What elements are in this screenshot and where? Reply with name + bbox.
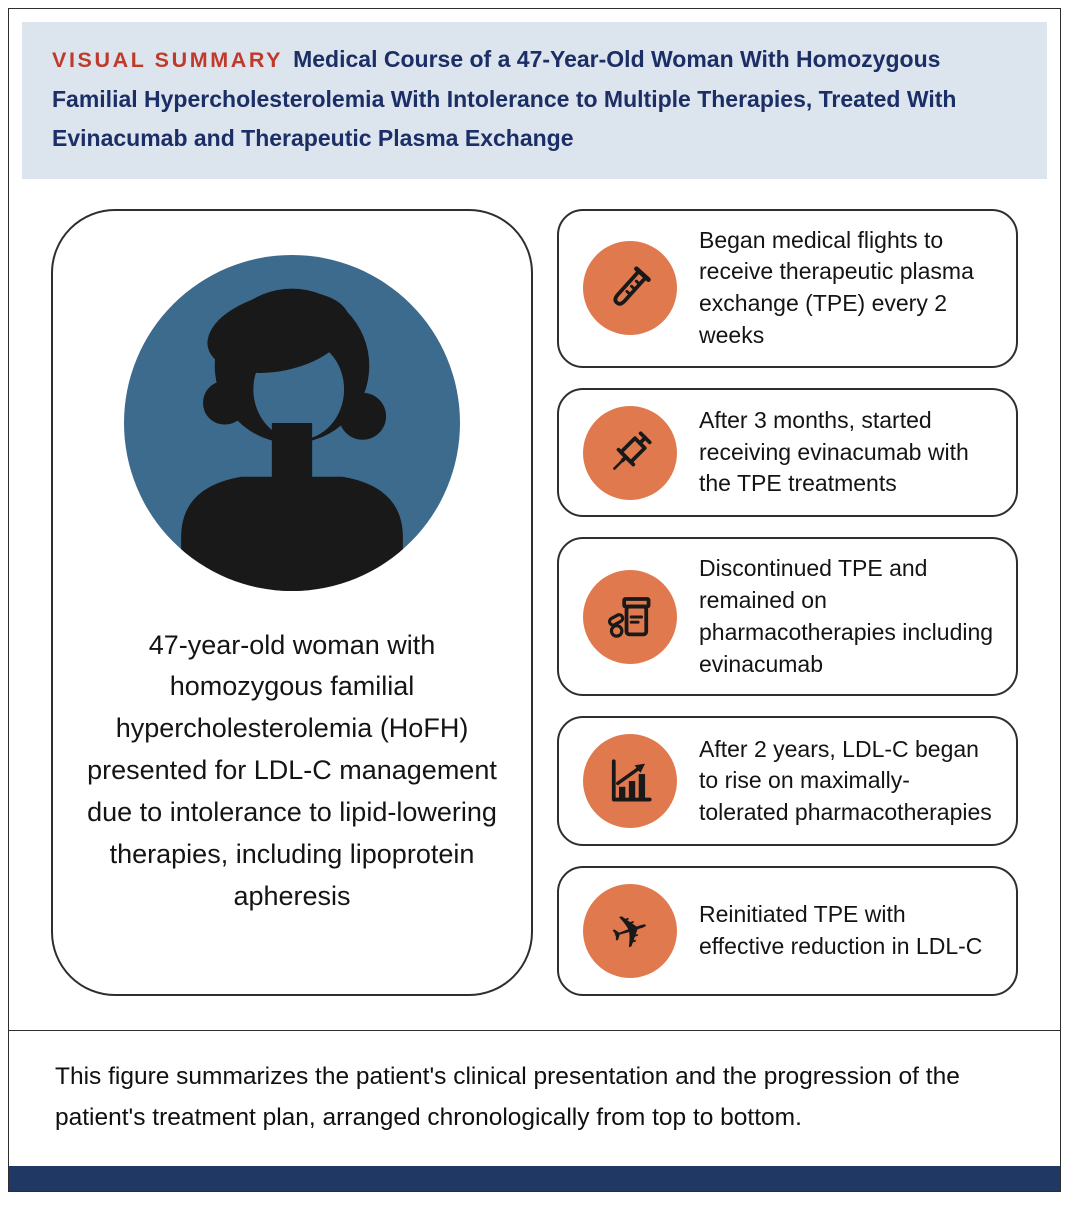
timeline-card-reinitiate-tpe: ✈ Reinitiated TPE with effective reducti… bbox=[557, 866, 1018, 997]
pill-bottle-icon bbox=[583, 569, 677, 664]
figure-title: Medical Course of a 47-Year-Old Woman Wi… bbox=[52, 46, 957, 152]
airplane-icon: ✈ bbox=[583, 884, 677, 979]
avatar bbox=[124, 254, 460, 591]
footer-bar bbox=[9, 1166, 1060, 1191]
timeline-text: After 2 years, LDL-C began to rise on ma… bbox=[699, 735, 992, 826]
timeline-text: Discontinued TPE and remained on pharmac… bbox=[699, 555, 994, 677]
figure-caption: This figure summarizes the patient's cli… bbox=[55, 1063, 960, 1131]
syringe-icon bbox=[583, 405, 677, 500]
timeline-text: After 3 months, started receiving evinac… bbox=[699, 406, 969, 497]
caption-section: This figure summarizes the patient's cli… bbox=[9, 1030, 1060, 1166]
timeline-card-evinacumab-start: After 3 months, started receiving evinac… bbox=[557, 387, 1018, 518]
timeline-text: Began medical flights to receive therape… bbox=[699, 226, 974, 348]
patient-card: 47-year-old woman with homozygous famili… bbox=[51, 208, 533, 997]
timeline-card-tpe-flights: Began medical flights to receive therape… bbox=[557, 208, 1018, 368]
main-content: 47-year-old woman with homozygous famili… bbox=[9, 179, 1060, 1031]
timeline-text: Reinitiated TPE with effective reduction… bbox=[699, 901, 983, 960]
woman-silhouette-icon bbox=[181, 288, 403, 591]
timeline-card-ldlc-rise: After 2 years, LDL-C began to rise on ma… bbox=[557, 716, 1018, 847]
patient-description: 47-year-old woman with homozygous famili… bbox=[87, 629, 497, 911]
timeline-card-discontinue-tpe: Discontinued TPE and remained on pharmac… bbox=[557, 537, 1018, 697]
chart-rise-icon bbox=[583, 734, 677, 829]
test-tube-icon bbox=[583, 241, 677, 336]
timeline: Began medical flights to receive therape… bbox=[557, 208, 1018, 997]
visual-summary-label: VISUAL SUMMARY bbox=[52, 48, 284, 72]
